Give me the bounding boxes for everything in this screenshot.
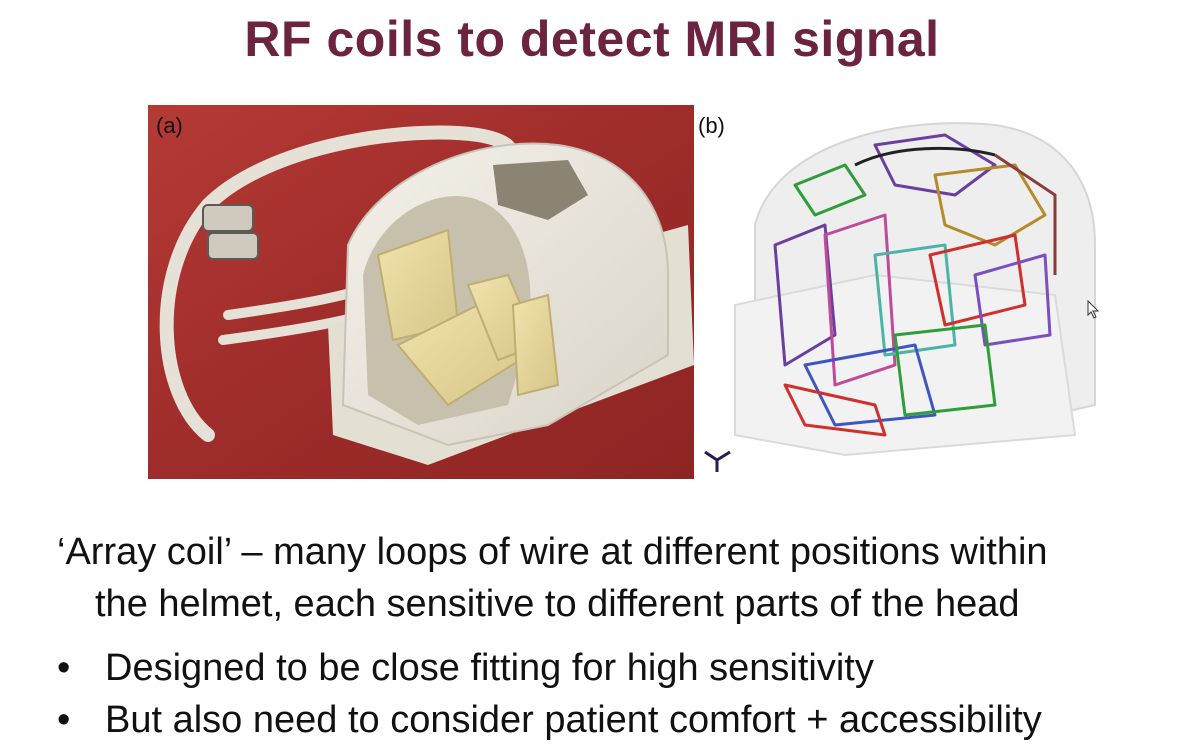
bullet-text: Designed to be close fitting for high se…: [105, 647, 874, 689]
head-coil-illustration: [148, 105, 694, 479]
slide-title: RF coils to detect MRI signal: [244, 11, 940, 67]
panel-a-label: (a): [156, 113, 183, 138]
paragraph-line-1: ‘Array coil’ – many loops of wire at dif…: [57, 531, 1048, 573]
paragraph-line-2: the helmet, each sensitive to different …: [95, 583, 1020, 625]
coil-array-diagram: (b): [695, 105, 1101, 479]
panel-b-label: (b): [698, 113, 725, 138]
mouse-pointer-icon: [1087, 300, 1100, 319]
bullet-glyph: •: [57, 647, 71, 689]
head-coil-photo: (a): [148, 105, 694, 479]
bullet-glyph: •: [57, 699, 71, 741]
bullet-text: But also need to consider patient comfor…: [105, 699, 1042, 741]
coil-loops-illustration: [734, 122, 1096, 457]
axes-triad-icon: [704, 450, 731, 472]
